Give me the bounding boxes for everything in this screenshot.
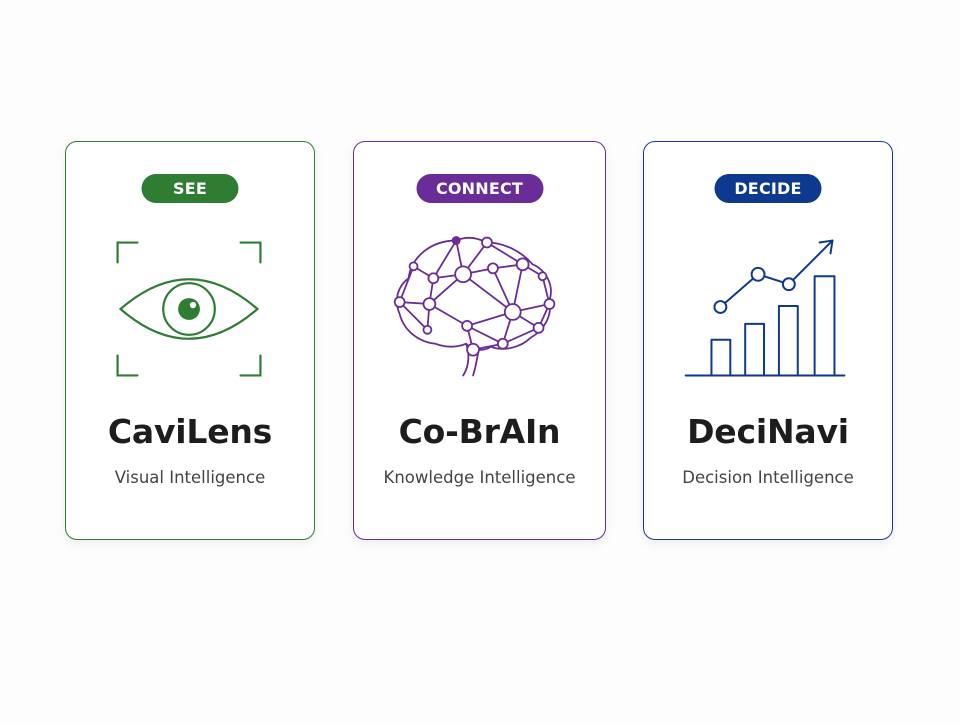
- card-co-brain: CONNECT: [353, 141, 606, 540]
- product-name-co-brain: Co-BrAIn: [398, 412, 561, 451]
- connect-badge: CONNECT: [416, 174, 543, 203]
- product-tagline-co-brain: Knowledge Intelligence: [383, 468, 576, 487]
- bar-chart-trend-icon: [644, 234, 892, 384]
- brain-network-icon: [354, 234, 605, 384]
- decide-badge: DECIDE: [714, 174, 822, 203]
- product-tagline-decinavi: Decision Intelligence: [682, 468, 854, 487]
- product-name-cavilens: CaviLens: [107, 412, 273, 451]
- card-decinavi: DECIDE DeciNavi Decision Intelligence: [643, 141, 893, 540]
- see-badge: SEE: [141, 174, 239, 203]
- product-tagline-cavilens: Visual Intelligence: [114, 468, 266, 487]
- card-cavilens: SEE CaviLens Visual Intelligence: [65, 141, 315, 540]
- product-name-decinavi: DeciNavi: [687, 412, 849, 451]
- eye-in-viewfinder-icon: [66, 234, 314, 384]
